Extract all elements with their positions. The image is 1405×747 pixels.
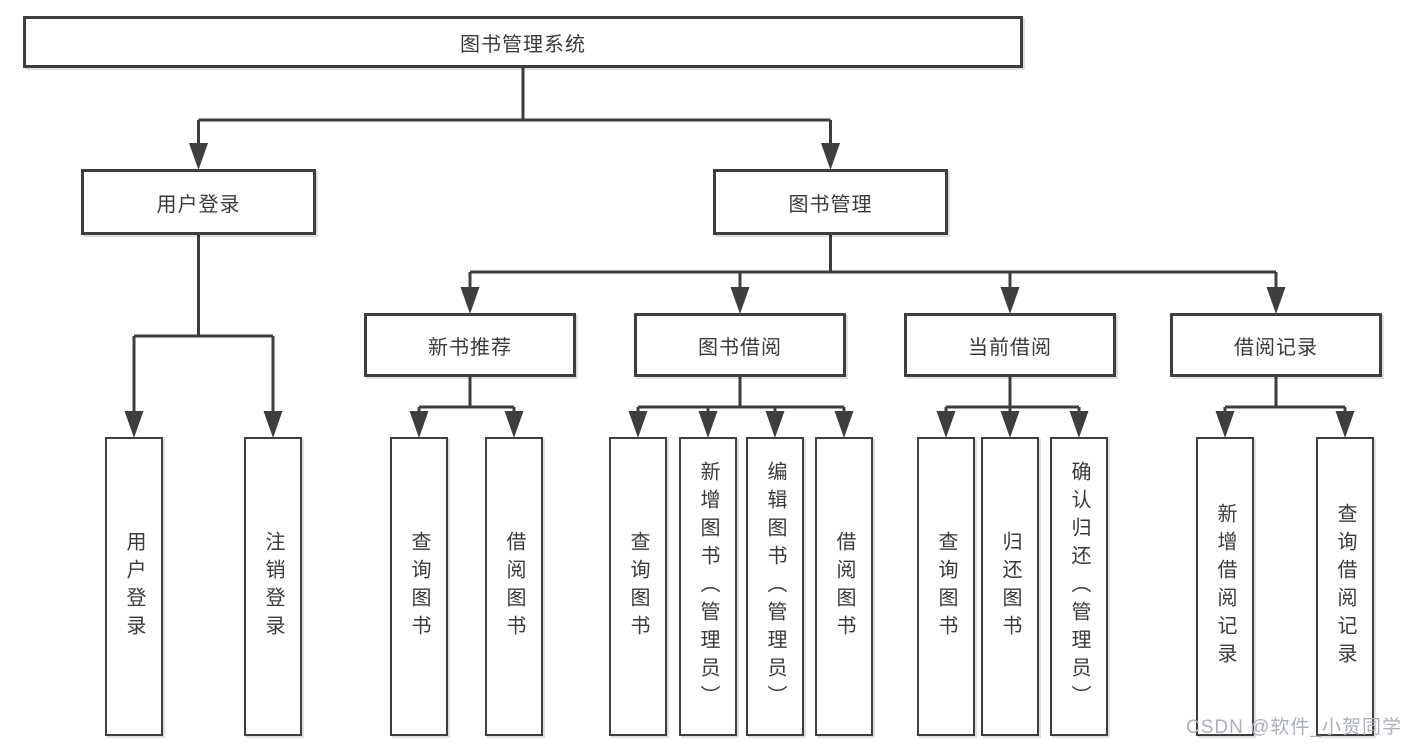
arrowhead bbox=[1335, 411, 1355, 438]
leaf-query-borrow-record-label: 查询借阅记录 bbox=[1334, 502, 1356, 671]
arrowhead bbox=[821, 143, 840, 170]
arrowhead bbox=[124, 411, 144, 438]
leaf-user-login-label: 用户登录 bbox=[123, 530, 145, 643]
leaf-borrow-books-recommend-label: 借阅图书 bbox=[503, 530, 525, 643]
arrowhead bbox=[1069, 411, 1089, 438]
arrowhead bbox=[698, 411, 718, 438]
node-borrow-records: 借阅记录 bbox=[1170, 313, 1382, 377]
leaf-query-books-recommend: 查询图书 bbox=[390, 437, 448, 736]
arrowhead bbox=[460, 287, 480, 314]
arrowhead bbox=[189, 143, 208, 170]
leaf-add-borrow-record: 新增借阅记录 bbox=[1196, 437, 1254, 736]
leaf-borrow-books: 借阅图书 bbox=[815, 437, 873, 736]
arrowhead bbox=[628, 411, 648, 438]
connector-book-management-to-level3 bbox=[460, 235, 1286, 314]
leaf-query-books-borrow-label: 查询图书 bbox=[627, 530, 649, 643]
node-new-book-recommend-label: 新书推荐 bbox=[428, 336, 512, 359]
leaf-query-books-borrow: 查询图书 bbox=[609, 437, 667, 736]
leaf-borrow-books-recommend: 借阅图书 bbox=[485, 437, 543, 736]
watermark: CSDN @软件_小贺同学 bbox=[1186, 717, 1402, 738]
arrowhead bbox=[1000, 411, 1020, 438]
arrowhead bbox=[936, 411, 956, 438]
arrowhead bbox=[409, 411, 429, 438]
leaf-add-book-admin: 新增图书（管理员） bbox=[679, 437, 737, 736]
leaf-edit-book-admin-label: 编辑图书（管理员） bbox=[764, 460, 786, 713]
node-book-borrow: 图书借阅 bbox=[634, 313, 846, 377]
connector-borrow-records-to-leaves bbox=[1215, 377, 1355, 438]
leaf-borrow-books-label: 借阅图书 bbox=[833, 530, 855, 643]
leaf-query-books-current: 查询图书 bbox=[917, 437, 975, 736]
connector-current-borrow-to-leaves bbox=[936, 377, 1089, 438]
leaf-edit-book-admin: 编辑图书（管理员） bbox=[746, 437, 804, 736]
arrowhead bbox=[1266, 287, 1286, 314]
arrowhead bbox=[730, 287, 750, 314]
leaf-query-borrow-record: 查询借阅记录 bbox=[1316, 437, 1374, 736]
leaf-logout: 注销登录 bbox=[244, 437, 302, 736]
node-root: 图书管理系统 bbox=[23, 16, 1023, 68]
connector-book-borrow-to-leaves bbox=[628, 377, 854, 438]
connector-user-login-to-leaves bbox=[124, 235, 283, 438]
node-borrow-records-label: 借阅记录 bbox=[1234, 336, 1318, 359]
node-book-borrow-label: 图书借阅 bbox=[698, 336, 782, 359]
arrowhead bbox=[504, 411, 524, 438]
leaf-logout-label: 注销登录 bbox=[262, 530, 284, 643]
node-user-login-label: 用户登录 bbox=[156, 193, 241, 216]
leaf-confirm-return-admin: 确认归还（管理员） bbox=[1050, 437, 1108, 736]
arrowhead bbox=[1000, 287, 1020, 314]
node-current-borrow: 当前借阅 bbox=[904, 313, 1116, 377]
arrowhead bbox=[765, 411, 785, 438]
node-book-management-label: 图书管理 bbox=[788, 193, 873, 216]
arrowhead bbox=[834, 411, 854, 438]
leaf-return-books-label: 归还图书 bbox=[999, 530, 1021, 643]
leaf-query-books-recommend-label: 查询图书 bbox=[408, 530, 430, 643]
arrowhead bbox=[263, 411, 283, 438]
node-user-login: 用户登录 bbox=[81, 169, 316, 235]
node-book-management: 图书管理 bbox=[713, 169, 948, 235]
leaf-add-borrow-record-label: 新增借阅记录 bbox=[1214, 502, 1236, 671]
leaf-user-login: 用户登录 bbox=[105, 437, 163, 736]
leaf-confirm-return-admin-label: 确认归还（管理员） bbox=[1068, 460, 1090, 713]
connector-root-to-level2 bbox=[189, 68, 840, 170]
node-current-borrow-label: 当前借阅 bbox=[968, 336, 1052, 359]
leaf-return-books: 归还图书 bbox=[981, 437, 1039, 736]
node-new-book-recommend: 新书推荐 bbox=[364, 313, 576, 377]
node-root-label: 图书管理系统 bbox=[460, 33, 586, 56]
leaf-add-book-admin-label: 新增图书（管理员） bbox=[697, 460, 719, 713]
leaf-query-books-current-label: 查询图书 bbox=[935, 530, 957, 643]
connector-new-book-recommend-to-leaves bbox=[409, 377, 524, 438]
arrowhead bbox=[1215, 411, 1235, 438]
